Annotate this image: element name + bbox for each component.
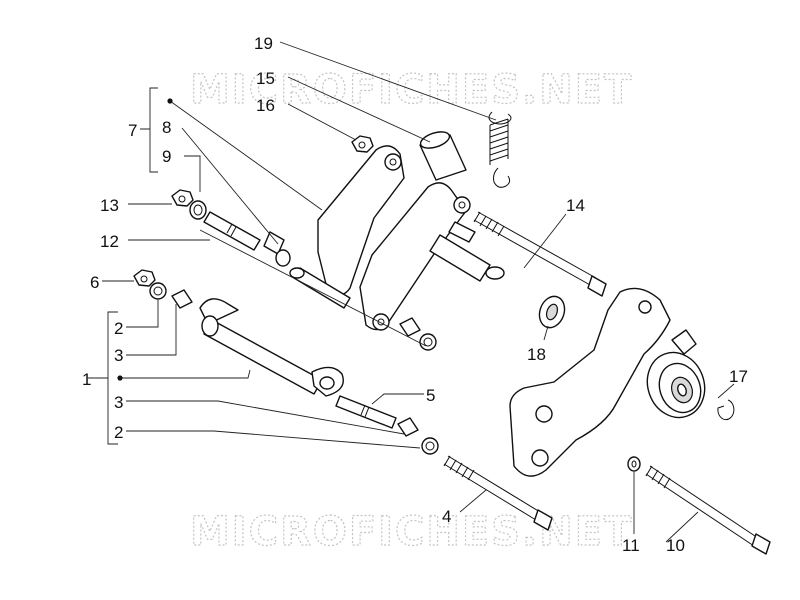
link-plate-front: [359, 182, 471, 331]
watermark-top: MICROFICHES.NET: [190, 67, 633, 113]
bullet-dot-7: [167, 98, 173, 104]
callout-12: 12: [100, 232, 119, 251]
callouts: 19 15 16 7 8 9 13 12 14 6 2 3 1 3 2 5 18…: [82, 34, 748, 555]
watermark-bottom: MICROFICHES.NET: [190, 509, 633, 555]
nut-13: [171, 189, 194, 207]
callout-15: 15: [256, 69, 275, 88]
callout-2-upper: 2: [114, 319, 123, 338]
washer-2-top: [149, 282, 167, 300]
shaft-stub: [429, 221, 505, 282]
pin-12: [203, 211, 261, 251]
callout-7: 7: [128, 121, 137, 140]
callout-16: 16: [256, 96, 275, 115]
callout-3-lower: 3: [114, 393, 123, 412]
bracket-plate: [509, 287, 697, 477]
callout-8: 8: [162, 118, 171, 137]
callout-11: 11: [622, 536, 640, 555]
cross-pin: [289, 267, 351, 309]
callout-19: 19: [254, 34, 273, 53]
callout-6: 6: [90, 273, 99, 292]
bolt-10: [645, 465, 771, 555]
bushing-8: [263, 231, 291, 267]
callout-1: 1: [82, 370, 91, 389]
callout-17: 17: [729, 367, 748, 386]
bushing-9: [189, 200, 207, 220]
callout-18: 18: [527, 345, 546, 364]
bushing-15: [419, 131, 467, 181]
nut-6: [133, 269, 156, 287]
circlip-17: [717, 399, 735, 421]
spacer-3-top: [171, 289, 193, 309]
callout-3-upper: 3: [114, 346, 123, 365]
pin-5: [335, 395, 397, 429]
link-plate-back: [317, 145, 405, 296]
callout-2-lower: 2: [114, 423, 123, 442]
washer-near-link: [399, 317, 437, 351]
callout-13: 13: [100, 196, 119, 215]
leader-lines: [88, 41, 735, 543]
washer-11: [627, 456, 641, 472]
bullet-dot-1: [117, 375, 123, 381]
swing-arm-tube-1: [199, 298, 344, 397]
callout-9: 9: [162, 147, 171, 166]
bearing-18: [538, 295, 566, 329]
callout-4: 4: [442, 507, 451, 526]
spacer-3-bottom: [397, 417, 419, 437]
washer-2-bottom: [421, 437, 439, 455]
callout-5: 5: [426, 386, 435, 405]
bolt-4: [443, 455, 553, 531]
bolt-14: [473, 211, 607, 297]
roller-wheel: [646, 351, 706, 419]
callout-14: 14: [566, 196, 585, 215]
spring-19: [488, 111, 512, 188]
callout-10: 10: [666, 536, 685, 555]
nut-16: [351, 135, 374, 153]
